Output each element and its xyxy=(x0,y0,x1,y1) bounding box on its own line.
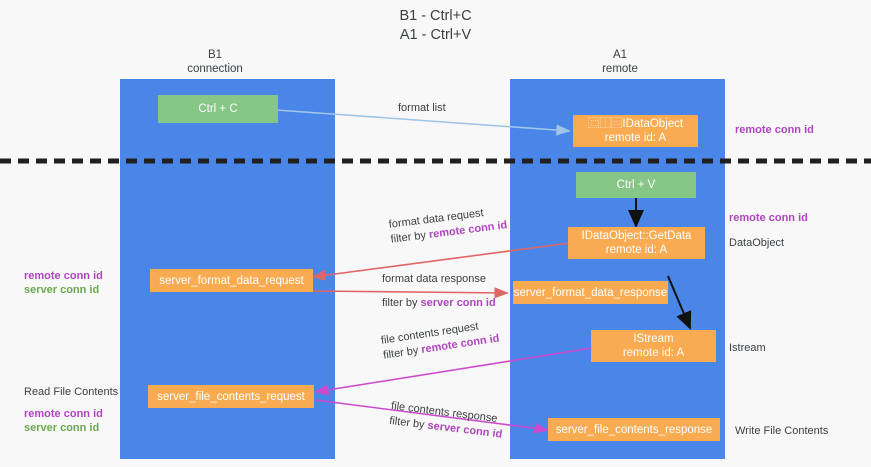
annotation-write-file-contents-label: Write File Contents xyxy=(735,425,829,437)
annotation-remote-conn-id: remote conn id xyxy=(735,124,814,136)
filter-prefix: filter by xyxy=(390,229,430,246)
node-ctrl-c[interactable]: Ctrl + C xyxy=(158,95,278,123)
node-server-file-contents-request[interactable]: server_file_contents_request xyxy=(148,385,314,408)
node-idataobject-getdata[interactable]: IDataObject::GetData remote id: A xyxy=(568,227,705,259)
annotation-left-file: Read File Contents remote conn id server… xyxy=(24,385,118,435)
filter-prefix: filter by xyxy=(388,414,429,432)
annotation-remote-conn-id: remote conn id xyxy=(24,408,103,420)
node-ctrl-v[interactable]: Ctrl + V xyxy=(576,172,696,198)
edge-label-file-contents-request: file contents request filter by remote c… xyxy=(380,317,501,364)
annotation-remote-conn-id: remote conn id xyxy=(24,270,103,282)
edge-label-format-list: format list xyxy=(398,101,446,116)
annotation-read-file-contents-label: Read File Contents xyxy=(24,386,119,398)
annotation-server-conn-id: server conn id xyxy=(24,422,100,434)
annotation-right-dataobject: remote conn id DataObject xyxy=(729,211,808,250)
node-server-format-data-response[interactable]: server_format_data_response xyxy=(513,281,668,304)
edge-label-format-data-request: format data request filter by remote con… xyxy=(388,203,508,247)
edge-label-file-contents-response: file contents response filter by server … xyxy=(388,399,505,443)
column-header-a1: A1 remote xyxy=(602,49,638,75)
edge-label-line1: format data response xyxy=(382,273,486,285)
annotation-remote-conn-id: remote conn id xyxy=(729,212,808,224)
node-server-file-contents-response[interactable]: server_file_contents_response xyxy=(548,418,720,441)
edge-label-line1: format list xyxy=(398,102,446,114)
edge-label-format-data-response: format data response filter by server co… xyxy=(382,272,496,311)
filter-prefix: filter by xyxy=(382,297,421,309)
column-header-b1: B1 connection xyxy=(187,49,243,75)
annotation-right-write-file-contents: Write File Contents xyxy=(735,424,828,438)
annotation-istream-label: Istream xyxy=(729,342,766,354)
annotation-left-format: remote conn id server conn id xyxy=(24,269,103,297)
node-istream[interactable]: IStream remote id: A xyxy=(591,330,716,362)
annotation-dataobject-label: DataObject xyxy=(729,237,785,249)
annotation-server-conn-id: server conn id xyxy=(24,284,100,296)
filter-accent: server conn id xyxy=(420,297,496,309)
node-server-format-data-request[interactable]: server_format_data_request xyxy=(150,269,313,292)
page-title: B1 - Ctrl+C A1 - Ctrl+V xyxy=(399,8,472,43)
annotation-right-istream: Istream xyxy=(729,341,766,355)
edge-label-filter: filter by server conn id xyxy=(382,296,496,311)
node-get-idataobject[interactable]: ⿷⿰⿳IDataObject remote id: A xyxy=(573,115,698,147)
annotation-right-top: remote conn id xyxy=(735,123,814,137)
